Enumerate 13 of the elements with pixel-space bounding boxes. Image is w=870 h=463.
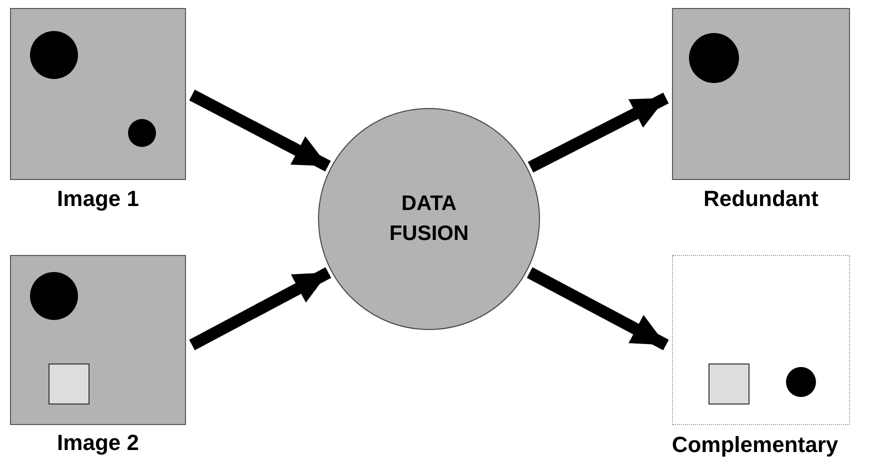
image-caption: Redundant (702, 186, 820, 212)
image-panel (10, 8, 186, 180)
arrow (189, 267, 332, 350)
image-caption: Complementary (670, 432, 840, 458)
arrow (526, 267, 669, 350)
image-panel (10, 255, 186, 425)
image-panel (672, 8, 850, 180)
image-panel-outline (672, 255, 850, 425)
arrow (189, 90, 331, 172)
node-label: DATA FUSION (388, 191, 470, 247)
image-caption: Image 1 (56, 186, 140, 212)
arrow (528, 92, 669, 172)
image-caption: Image 2 (56, 430, 140, 456)
